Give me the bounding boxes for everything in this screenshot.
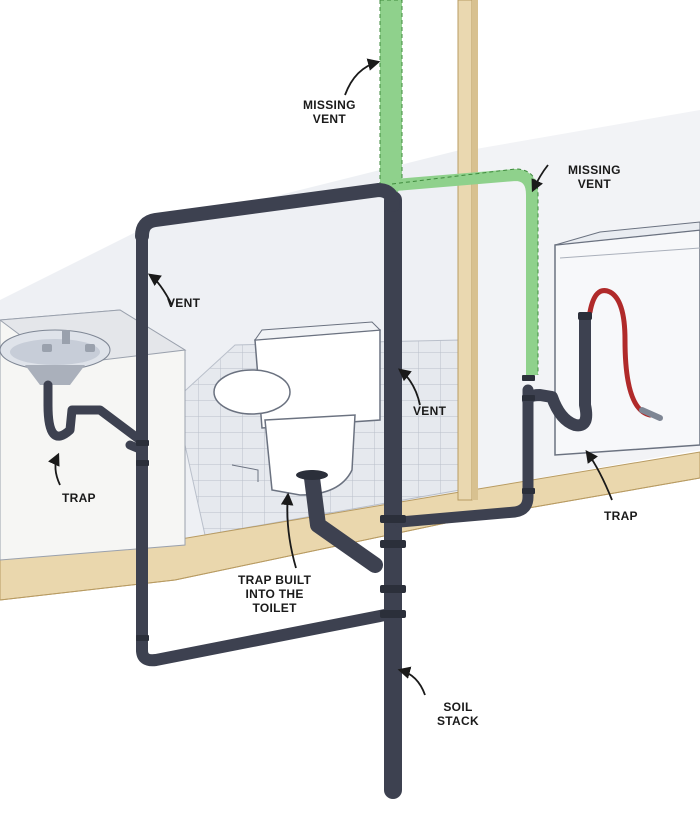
trap-right-label: TRAP	[604, 509, 638, 523]
trap-left-label: TRAP	[62, 491, 96, 505]
vent-left-label: VENT	[167, 296, 201, 310]
curved-pointer-arrow-icon	[48, 58, 613, 696]
hose-fitting	[639, 407, 663, 421]
vent-center-label: VENT	[413, 404, 447, 418]
missing-vent-pipes	[379, 0, 539, 375]
toilet-icon	[213, 321, 382, 496]
left-trap-pipe	[43, 380, 145, 445]
pipe-couplings	[136, 312, 592, 641]
wall-stud	[457, 0, 478, 501]
hose	[587, 288, 653, 418]
sink-icon	[0, 309, 187, 561]
